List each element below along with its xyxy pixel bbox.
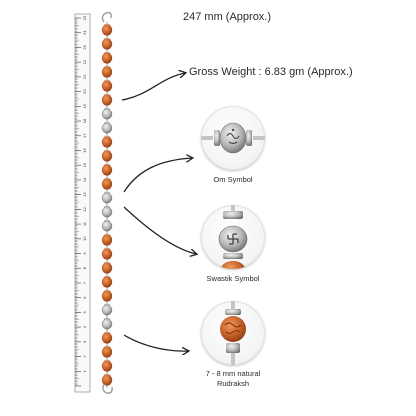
ruler-tick-label: 11 xyxy=(82,221,87,226)
ruler-tick-label: 4 xyxy=(82,325,87,328)
rudraksha-bead xyxy=(101,276,113,288)
ruler-tick-label: 22 xyxy=(82,59,87,64)
om-detail-circle xyxy=(201,106,265,170)
swastik-detail-circle xyxy=(201,205,265,269)
rudraksha-bead xyxy=(101,150,113,162)
ruler-tick-label: 15 xyxy=(82,162,87,167)
ruler-tick-label: 19 xyxy=(82,103,87,108)
rudraksh-label-line2: Rudraksh xyxy=(216,379,250,388)
silver-bead xyxy=(101,192,113,204)
arrow-to-weight xyxy=(121,73,185,101)
clasp-loop xyxy=(102,383,113,394)
silver-bead xyxy=(101,122,113,134)
silver-bead xyxy=(101,206,113,218)
arrow-to-rudraksh xyxy=(123,334,188,351)
measuring-ruler: 1234567891011121314151617181920212223242… xyxy=(74,13,91,393)
rudraksha-bead xyxy=(101,38,113,50)
ruler-tick-label: 6 xyxy=(82,296,87,299)
length-label: 247 mm (Approx.) xyxy=(183,11,272,23)
ruler-tick-label: 14 xyxy=(82,177,87,182)
rudraksha-bead xyxy=(101,178,113,190)
arrow-to-swastik xyxy=(123,206,196,254)
rudraksha-bead xyxy=(101,136,113,148)
rudraksh-label-line1: 7 - 8 mm natural xyxy=(205,369,261,378)
rudraksh-detail-circle xyxy=(201,301,265,365)
ruler-tick-label: 7 xyxy=(82,281,87,284)
ruler-tick-label: 10 xyxy=(82,236,87,241)
rudraksha-bead xyxy=(101,52,113,64)
ruler-tick-label: 8 xyxy=(82,266,87,269)
om-label: Om Symbol xyxy=(213,175,253,184)
ruler-tick-label: 20 xyxy=(82,89,87,94)
ruler-tick-label: 25 xyxy=(82,15,87,20)
rudraksha-bead xyxy=(101,66,113,78)
ruler-tick-label: 18 xyxy=(82,118,87,123)
weight-label: Gross Weight : 6.83 gm (Approx.) xyxy=(189,66,353,78)
rudraksha-bead xyxy=(101,262,113,274)
rudraksha-bead xyxy=(101,374,113,386)
rudraksha-bead xyxy=(101,164,113,176)
rudraksha-bead xyxy=(101,360,113,372)
rudraksh-label: 7 - 8 mm natural Rudraksh xyxy=(195,369,271,389)
ruler-tick-label: 16 xyxy=(82,147,87,152)
rudraksha-bead xyxy=(101,248,113,260)
rudraksha-bead-icon xyxy=(220,301,246,365)
ruler-tick-label: 17 xyxy=(82,133,87,138)
clasp-hook xyxy=(101,11,112,23)
ruler-tick-label: 13 xyxy=(82,192,87,197)
ruler-tick-label: 23 xyxy=(82,44,87,49)
swastik-label: Swastik Symbol xyxy=(206,274,260,283)
swastik-bead-icon xyxy=(218,205,248,269)
bracelet-chain xyxy=(101,11,113,394)
ruler-tick-label: 24 xyxy=(82,30,87,35)
ruler-tick-label: 2 xyxy=(82,355,87,358)
ruler-tick-label: 1 xyxy=(82,369,87,372)
ruler-tick-label: 3 xyxy=(82,340,87,343)
silver-bead xyxy=(101,318,113,330)
rudraksha-bead xyxy=(101,94,113,106)
silver-bead xyxy=(101,304,113,316)
silver-bead xyxy=(101,220,113,232)
om-bead-icon xyxy=(201,122,265,154)
silver-bead xyxy=(101,108,113,120)
rudraksha-bead xyxy=(101,346,113,358)
rudraksha-bead xyxy=(101,80,113,92)
rudraksha-bead xyxy=(101,332,113,344)
ruler-tick-label: 21 xyxy=(82,74,87,79)
arrow-to-om xyxy=(123,158,192,193)
rudraksha-bead xyxy=(101,290,113,302)
ruler-tick-label: 12 xyxy=(82,206,87,211)
rudraksha-bead xyxy=(101,234,113,246)
ruler-tick-label: 9 xyxy=(82,252,87,255)
ruler-tick-label: 5 xyxy=(82,311,87,314)
rudraksha-bead xyxy=(101,24,113,36)
